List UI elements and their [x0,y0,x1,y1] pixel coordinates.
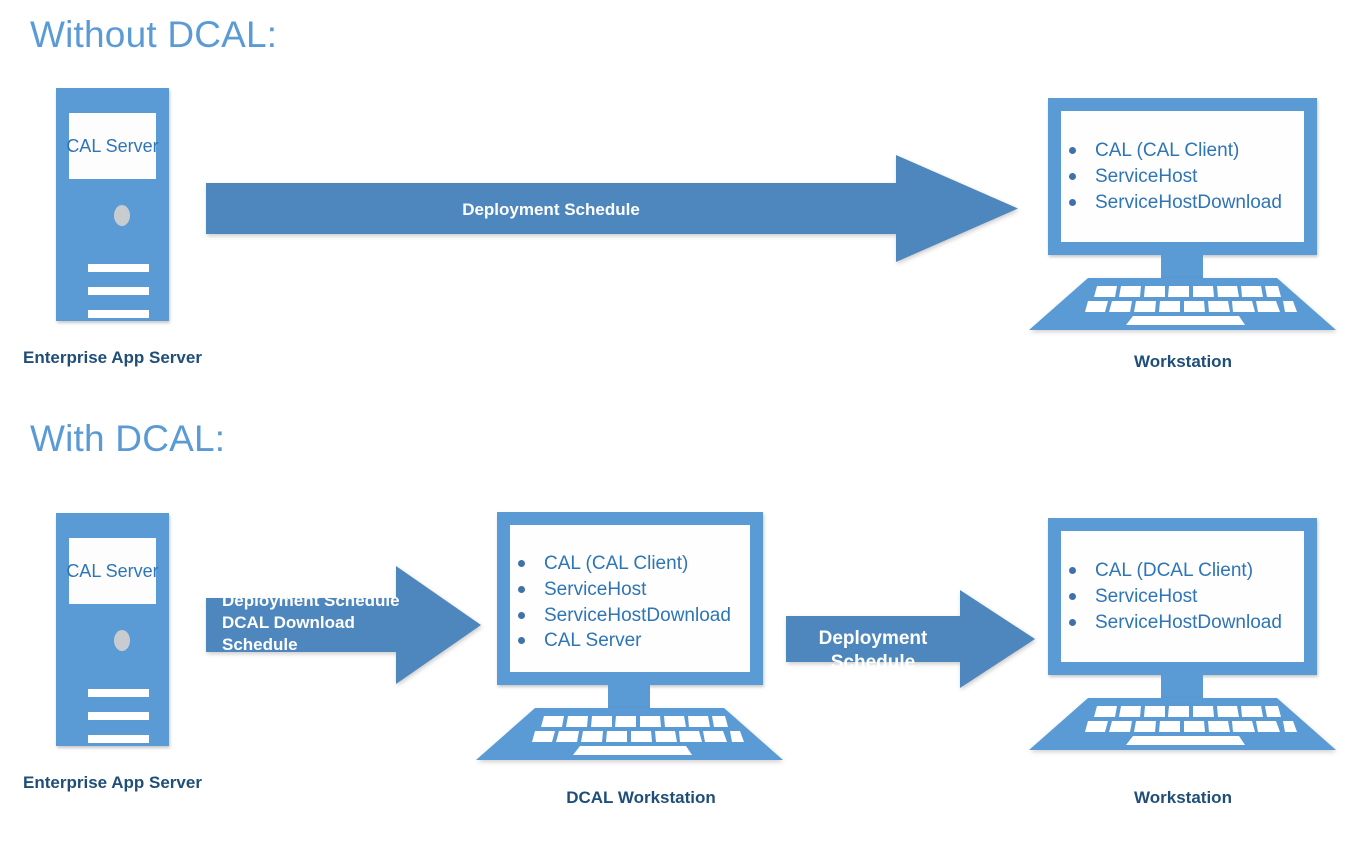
list-item: ServiceHost [1061,164,1304,190]
monitor-stand-neck-row1 [1161,255,1203,278]
list-item: CAL (CAL Client) [510,551,750,577]
server-vent-bar [88,310,149,318]
list-item: ServiceHostDownload [1061,190,1304,216]
keyboard-dcal [476,708,783,760]
installed-components-list-row1: CAL (CAL Client) ServiceHost ServiceHost… [1061,138,1304,215]
server-indicator-icon [114,205,130,226]
monitor-screen-dcal: CAL (CAL Client) ServiceHost ServiceHost… [510,525,750,672]
list-item: CAL (CAL Client) [1061,138,1304,164]
monitor-screen-row1: CAL (CAL Client) ServiceHost ServiceHost… [1061,111,1304,242]
dcal-workstation-caption: DCAL Workstation [566,788,716,807]
list-item: ServiceHost [1061,584,1304,610]
server-tower-row1: CAL Server [56,88,169,321]
monitor-stand-neck-dcal [608,685,650,708]
installed-components-list-row2: CAL (DCAL Client) ServiceHost ServiceHos… [1061,558,1304,635]
list-item: CAL (DCAL Client) [1061,558,1304,584]
arrow-label-row2-second: Deployment Schedule [818,628,928,674]
server-vent-bar [88,712,149,720]
list-item: ServiceHost [510,577,750,603]
server-caption-row2: Enterprise App Server [23,773,202,792]
installed-components-list-dcal: CAL (CAL Client) ServiceHost ServiceHost… [510,551,750,654]
list-item: ServiceHostDownload [1061,610,1304,636]
monitor-bezel-row1: CAL (CAL Client) ServiceHost ServiceHost… [1048,98,1317,255]
keyboard-row2 [1029,698,1336,750]
server-tower-row2: CAL Server [56,513,169,746]
section-heading-without-dcal: Without DCAL: [30,14,278,55]
server-vent-bar [88,735,149,743]
server-caption-row1: Enterprise App Server [23,348,202,367]
keyboard-row1 [1029,278,1336,330]
server-screen-row1: CAL Server [66,113,159,179]
server-screen-label: CAL Server [66,560,159,581]
workstation-caption-row2: Workstation [1134,788,1232,807]
monitor-bezel-dcal: CAL (CAL Client) ServiceHost ServiceHost… [497,512,763,685]
section-heading-with-dcal: With DCAL: [30,418,226,459]
server-screen-row2: CAL Server [66,538,159,604]
arrow-deployment-dcal-download-row2 [206,566,481,684]
list-item: ServiceHostDownload [510,603,750,629]
arrow-deployment-schedule-row2 [786,590,1035,688]
workstation-caption-row1: Workstation [1134,352,1232,371]
monitor-stand-neck-row2 [1161,675,1203,698]
arrow-label-row1: Deployment Schedule [462,200,640,219]
monitor-screen-row2: CAL (DCAL Client) ServiceHost ServiceHos… [1061,531,1304,662]
server-vent-bar [88,287,149,295]
server-screen-label: CAL Server [66,135,159,156]
server-vent-bar [88,689,149,697]
arrow-deployment-schedule-row1 [206,155,1018,262]
arrow-label-row2-first: Deployment Schedule DCAL Download Schedu… [222,591,400,654]
server-indicator-icon [114,630,130,651]
server-vent-bar [88,264,149,272]
list-item: CAL Server [510,628,750,654]
monitor-bezel-row2: CAL (DCAL Client) ServiceHost ServiceHos… [1048,518,1317,675]
